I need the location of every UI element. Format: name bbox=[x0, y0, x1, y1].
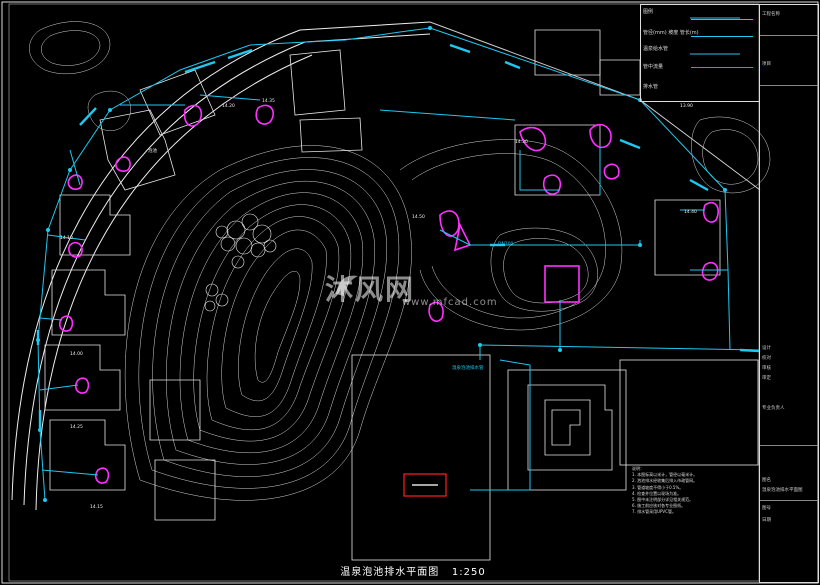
tb-design: 设计 bbox=[762, 346, 771, 351]
watermark-url: www.mfcad.com bbox=[402, 297, 498, 308]
drawing-caption: 温泉泡池排水平面图 1:250 bbox=[338, 563, 488, 578]
watermark-logo-icon bbox=[336, 275, 358, 296]
note-line: 4. 检查井位置以现场为准。 bbox=[632, 490, 682, 496]
elevation-label: 14.20 bbox=[222, 104, 235, 109]
notes-heading: 说明： bbox=[632, 466, 644, 471]
elevation-label: 14.25 bbox=[70, 425, 83, 430]
note-line: 5. 图中未注明部分详见相关规范。 bbox=[632, 497, 694, 503]
title-block: 工程名称 项目 设计 校对 审核 审定 专业负责人 图名 温泉泡池排水平面图 图… bbox=[759, 4, 819, 583]
tb-item: 项目 bbox=[762, 62, 771, 67]
tb-name-label: 图名 bbox=[762, 478, 771, 483]
tb-check: 校对 bbox=[762, 356, 771, 361]
tb-review: 审核 bbox=[762, 366, 771, 371]
legend-line-1 bbox=[691, 19, 753, 20]
elevation-label: 14.15 bbox=[90, 505, 103, 510]
legend-row-supply: 温泉给水管 bbox=[643, 46, 669, 52]
tree-cluster bbox=[204, 213, 277, 312]
note-line: 1. 本图标高以米计，管径以毫米计。 bbox=[632, 472, 698, 478]
note-line: 6. 施工前应核对各专业图纸。 bbox=[632, 503, 686, 509]
tb-date: 日期 bbox=[762, 518, 771, 523]
note-line: 3. 管道坡度不得小于0.5%。 bbox=[632, 484, 684, 490]
drawing-scale: 1:250 bbox=[451, 567, 486, 578]
elevation-label: 14.40 bbox=[684, 210, 697, 215]
elevation-label: 14.10 bbox=[60, 236, 73, 241]
legend-line-3 bbox=[691, 67, 753, 68]
legend-row-heading: 图例 bbox=[643, 9, 654, 15]
tb-approve: 审定 bbox=[762, 376, 771, 381]
pipe-thick-segments bbox=[36, 43, 761, 428]
elevation-label: 14.30 bbox=[515, 140, 528, 145]
tb-project: 工程名称 bbox=[762, 12, 780, 17]
note-line: 7. 排水管采用UPVC管。 bbox=[632, 509, 676, 515]
general-notes: 说明： 1. 本图标高以米计，管径以毫米计。 2. 泡池排水经收集后排入市政管网… bbox=[632, 466, 758, 516]
villa-buildings bbox=[44, 29, 721, 521]
building-label: 泡池 bbox=[148, 149, 157, 154]
note-line: 2. 泡池排水经收集后排入市政管网。 bbox=[632, 478, 698, 484]
legend-table: 图例 管径(mm) 坡度 管长(m) 温泉给水管 管中流量 排水管 bbox=[640, 4, 760, 102]
highlight-box bbox=[403, 473, 447, 497]
elevation-label: 14.50 bbox=[412, 215, 425, 220]
elevation-label: 14.35 bbox=[262, 99, 275, 104]
legend-row-pipe-spec: 管径(mm) 坡度 管长(m) bbox=[643, 30, 699, 36]
legend-line-2 bbox=[691, 36, 753, 37]
hot-spring-pools bbox=[58, 104, 720, 484]
pool-house bbox=[351, 354, 759, 561]
pipe-tag: DN100 bbox=[498, 242, 514, 247]
inspection-wells bbox=[36, 26, 727, 502]
tb-name: 温泉泡池排水平面图 bbox=[762, 488, 803, 493]
legend-row-flow: 管中流量 bbox=[643, 64, 664, 70]
elevation-label: 13.90 bbox=[680, 104, 693, 109]
drawing-title: 温泉泡池排水平面图 bbox=[340, 567, 440, 578]
watermark-brand: 沐风网 bbox=[325, 273, 416, 306]
pool-drain-label: 温泉泡池排水管 bbox=[452, 366, 484, 371]
elevation-label: 14.00 bbox=[70, 352, 83, 357]
legend-lines bbox=[690, 17, 740, 55]
tb-number: 图号 bbox=[762, 506, 771, 511]
legend-row-drain: 排水管 bbox=[643, 84, 659, 90]
tb-lead: 专业负责人 bbox=[762, 406, 785, 411]
